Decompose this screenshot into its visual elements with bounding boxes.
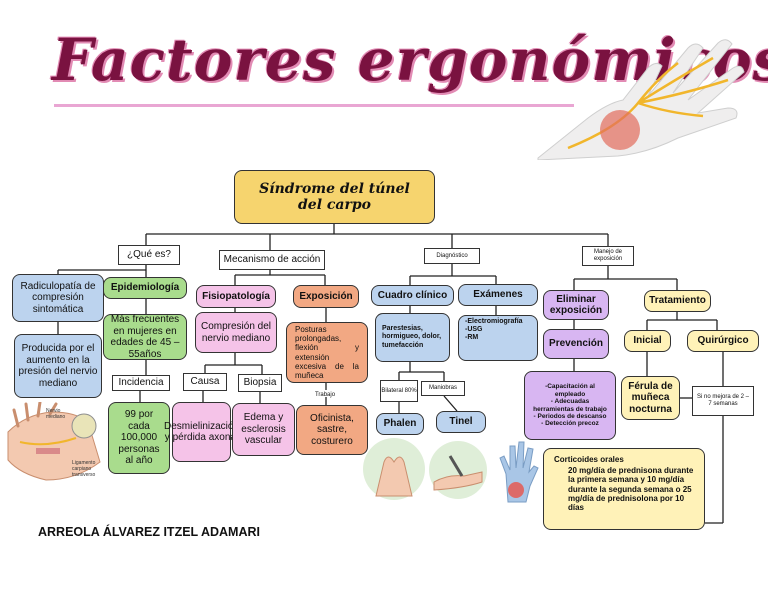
posturas-node: Posturas prolongadas, flexión y extensió… — [286, 322, 368, 383]
tinel-test-icon — [429, 441, 487, 499]
branch-mecanismo: Mecanismo de acción — [219, 250, 325, 270]
inicial-node: Inicial — [624, 330, 671, 352]
tinel-node: Tinel — [436, 411, 486, 433]
phalen-node: Phalen — [376, 413, 424, 435]
compresion-node: Compresión del nervio mediano — [195, 312, 277, 353]
branch-manejo: Manejo de exposición — [582, 246, 634, 266]
mas-frecuentes-node: Más frecuentes en mujeres en edades de 4… — [103, 314, 187, 360]
title-underline — [54, 104, 574, 107]
radiculopatia-node: Radiculopatía de compresión sintomática — [12, 274, 104, 322]
examenes-node: Exámenes — [458, 284, 538, 306]
wrist-anatomy-icon — [7, 402, 101, 481]
incidencia-value-node: 99 por cada 100,000 personas al año — [108, 402, 170, 474]
trabajo-label: Trabajo — [314, 391, 336, 398]
fisiopatologia-node: Fisiopatología — [196, 285, 276, 308]
exposicion-node: Exposición — [293, 285, 359, 308]
ferula-node: Férula de muñeca nocturna — [621, 376, 680, 420]
anatomy-label-ligamento: Ligamento carpiano transverso — [72, 460, 96, 478]
cuadro-clinico-value: Parestesias, hormigueo, dolor, tumefacci… — [375, 313, 450, 362]
incidencia-label: Incidencia — [112, 375, 170, 391]
epidemiologia-node: Epidemiología — [103, 277, 187, 299]
phalen-test-icon — [363, 438, 425, 500]
examenes-value: -Electromiografía -USG -RM — [458, 315, 538, 361]
si-no-mejora-label: Si no mejora de 2 – 7 semanas — [692, 386, 754, 416]
prevencion-node: Prevención — [543, 329, 609, 359]
anatomy-label-nervio: Nervio mediano — [46, 408, 66, 420]
bilateral-label: Bilateral 80% — [380, 380, 418, 402]
producida-node: Producida por el aumento en la presión d… — [14, 334, 102, 398]
biopsia-label: Biopsia — [238, 374, 282, 392]
corticoides-node: Corticoides orales 20 mg/día de predniso… — [543, 448, 705, 530]
tratamiento-node: Tratamiento — [644, 290, 711, 312]
causa-label: Causa — [183, 373, 227, 391]
biopsia-value-node: Edema y esclerosis vascular — [232, 403, 295, 456]
prevencion-value: -Capacitación al empleado - Adecuadas he… — [524, 371, 616, 440]
hand-illustration-icon — [537, 39, 745, 160]
branch-diagnostico: Diagnóstico — [424, 248, 480, 264]
center-node: Síndrome del túnel del carpo — [234, 170, 435, 224]
eliminar-node: Eliminar exposición — [543, 290, 609, 320]
maniobras-label: Maniobras — [421, 381, 465, 396]
branch-que-es: ¿Qué es? — [118, 245, 180, 265]
quirurgico-node: Quirúrgico — [687, 330, 759, 352]
author-name: ARREOLA ÁLVAREZ ITZEL ADAMARI — [38, 525, 260, 539]
causa-value-node: Desmielinización y pérdida axonal — [164, 402, 239, 462]
cuadro-clinico-node: Cuadro clínico — [371, 285, 454, 306]
hand-pain-icon — [499, 441, 539, 503]
trabajo-value-node: Oficinista, sastre, costurero — [296, 405, 368, 455]
